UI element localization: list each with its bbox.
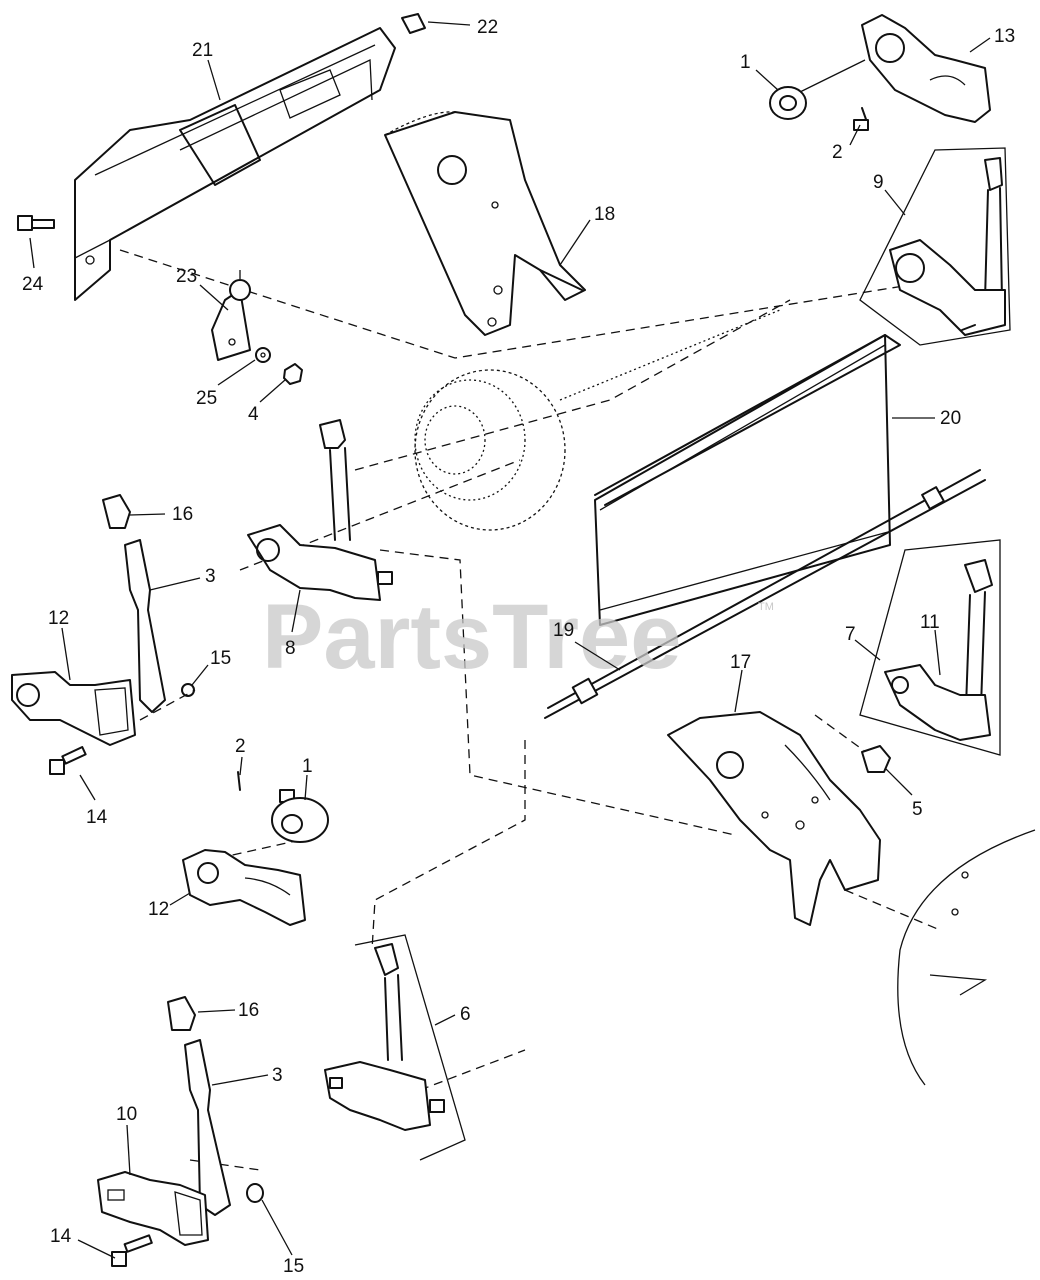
callout-14-upper: 14 [86,807,108,828]
transmission-housing [414,309,781,531]
callout-12-upper: 12 [48,608,69,629]
callout-8: 8 [285,638,296,659]
part-1-bushing-mid [271,797,329,843]
part-19-shaft [544,469,986,719]
part-17-side-plate [667,711,881,926]
callout-25: 25 [196,388,217,409]
callout-9: 9 [873,172,884,193]
callout-2-top: 2 [832,142,843,163]
part-25-washer [255,347,271,363]
callout-1-top: 1 [740,52,751,73]
callout-23: 23 [176,266,197,287]
part-18-sector-plate [384,111,586,336]
part-6-lever-assembly [324,934,466,1161]
callout-19: 19 [553,620,574,641]
part-13-bearing-plate [861,14,991,123]
callout-2-mid: 2 [235,736,246,757]
callout-6: 6 [460,1004,471,1025]
part-15-washer-lower [246,1183,264,1203]
callout-11: 11 [920,612,940,633]
part-3-lever-lower [184,1039,231,1216]
callout-leaders [29,21,991,1259]
part-21-bracket [74,27,396,301]
part-24-bolt [17,215,55,231]
watermark-text: PartsTree [262,586,681,688]
part-16-clip-lower [167,996,196,1031]
part-12-bracket-mid [182,849,306,926]
part-2-screw-top [853,107,869,131]
part-14-bolt-lower [111,1234,153,1267]
part-4-nut [283,363,303,385]
part-3-lever-upper [124,539,166,713]
part-5-cap [861,745,891,773]
callout-20: 20 [940,408,961,429]
part-15-washer-upper [181,683,195,697]
callout-10: 10 [116,1104,137,1125]
part-16-clip-upper [102,494,131,529]
part-23-link [211,279,251,361]
callout-12-mid: 12 [148,899,169,920]
callout-17: 17 [730,652,751,673]
watermark-tm: TM [758,601,774,613]
callouts: 21 22 1 13 2 9 18 24 23 25 4 20 16 3 8 1… [22,17,1015,1277]
callout-22: 22 [477,17,498,38]
part-10-bracket [97,1171,209,1246]
part-9-lever-assembly [859,147,1011,346]
callout-14-lower: 14 [50,1226,72,1247]
callout-16-upper: 16 [172,504,193,525]
callout-1-mid: 1 [302,756,313,777]
part-20-panel [594,334,901,626]
callout-13: 13 [994,26,1015,47]
part-8-lever-assembly [247,419,393,601]
part-1-bushing-top [769,86,807,120]
callout-15-upper: 15 [210,648,231,669]
callout-18: 18 [594,204,615,225]
part-14-bolt-upper [49,746,87,775]
callout-4: 4 [248,404,259,425]
part-12-bracket-upper [11,671,136,746]
callout-3-lower: 3 [272,1065,283,1086]
callout-5: 5 [912,799,923,820]
callout-15-lower: 15 [283,1256,304,1277]
callout-21: 21 [192,40,213,61]
part-11-bracket [884,664,991,741]
callout-7: 7 [845,624,856,645]
callout-24: 24 [22,274,44,295]
callout-3-upper: 3 [205,566,216,587]
callout-16-lower: 16 [238,1000,259,1021]
part-22-nut [401,13,426,34]
deck-fragment [897,829,1036,1086]
part-2-screw-mid [237,771,295,803]
